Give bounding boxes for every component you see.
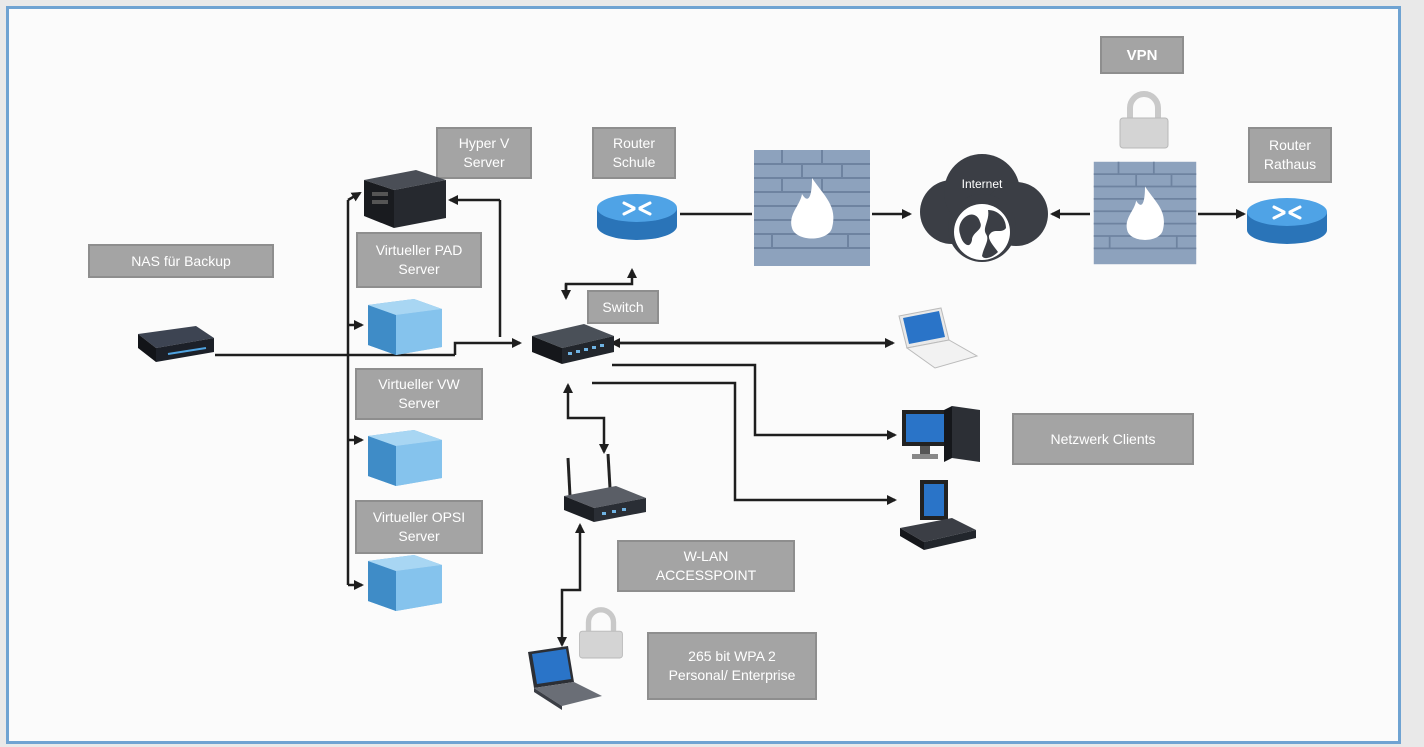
desktop-pc-icon	[902, 406, 980, 462]
laptop-icon	[898, 307, 979, 369]
padlock-icon	[1119, 91, 1169, 149]
switch-label: Switch	[587, 290, 659, 324]
internet-cloud-icon: Internet	[920, 154, 1048, 262]
switch-icon	[532, 324, 614, 364]
nas-device-icon	[138, 326, 214, 362]
wire-nas-switch-2	[453, 338, 522, 355]
laptop-icon	[900, 480, 976, 550]
wlan-accesspoint-label: W-LAN ACCESSPOINT	[617, 540, 795, 592]
firewall-icon	[754, 150, 870, 266]
nas-label: NAS für Backup	[88, 244, 274, 278]
wireless-access-point-icon	[564, 453, 646, 522]
padlock-icon	[579, 607, 623, 659]
netzwerk-clients-label: Netzwerk Clients	[1012, 413, 1194, 465]
laptop-icon	[528, 646, 602, 710]
router-rathaus-label: Router Rathaus	[1248, 127, 1332, 183]
wpa-label: 265 bit WPA 2 Personal/ Enterprise	[647, 632, 817, 700]
vpn-label: VPN	[1100, 36, 1184, 74]
virtual-machine-icon	[368, 555, 442, 611]
wire-bus-hyperv	[347, 191, 362, 202]
wire-switch-client3	[592, 381, 897, 505]
internet-label: Internet	[962, 177, 1003, 191]
wire-switch-desktop	[612, 363, 897, 440]
firewall-icon	[1093, 161, 1197, 265]
virtual-pad-server-label: Virtueller PAD Server	[356, 232, 482, 288]
virtual-opsi-server-label: Virtueller OPSI Server	[355, 500, 483, 554]
router-icon	[597, 194, 677, 240]
server-icon	[364, 170, 446, 228]
router-icon	[1247, 198, 1327, 244]
virtual-machine-icon	[368, 430, 442, 486]
virtual-machine-icon	[368, 299, 442, 355]
router-schule-label: Router Schule	[592, 127, 676, 179]
hyper-v-server-label: Hyper V Server	[436, 127, 532, 179]
virtual-vw-server-label: Virtueller VW Server	[355, 368, 483, 420]
